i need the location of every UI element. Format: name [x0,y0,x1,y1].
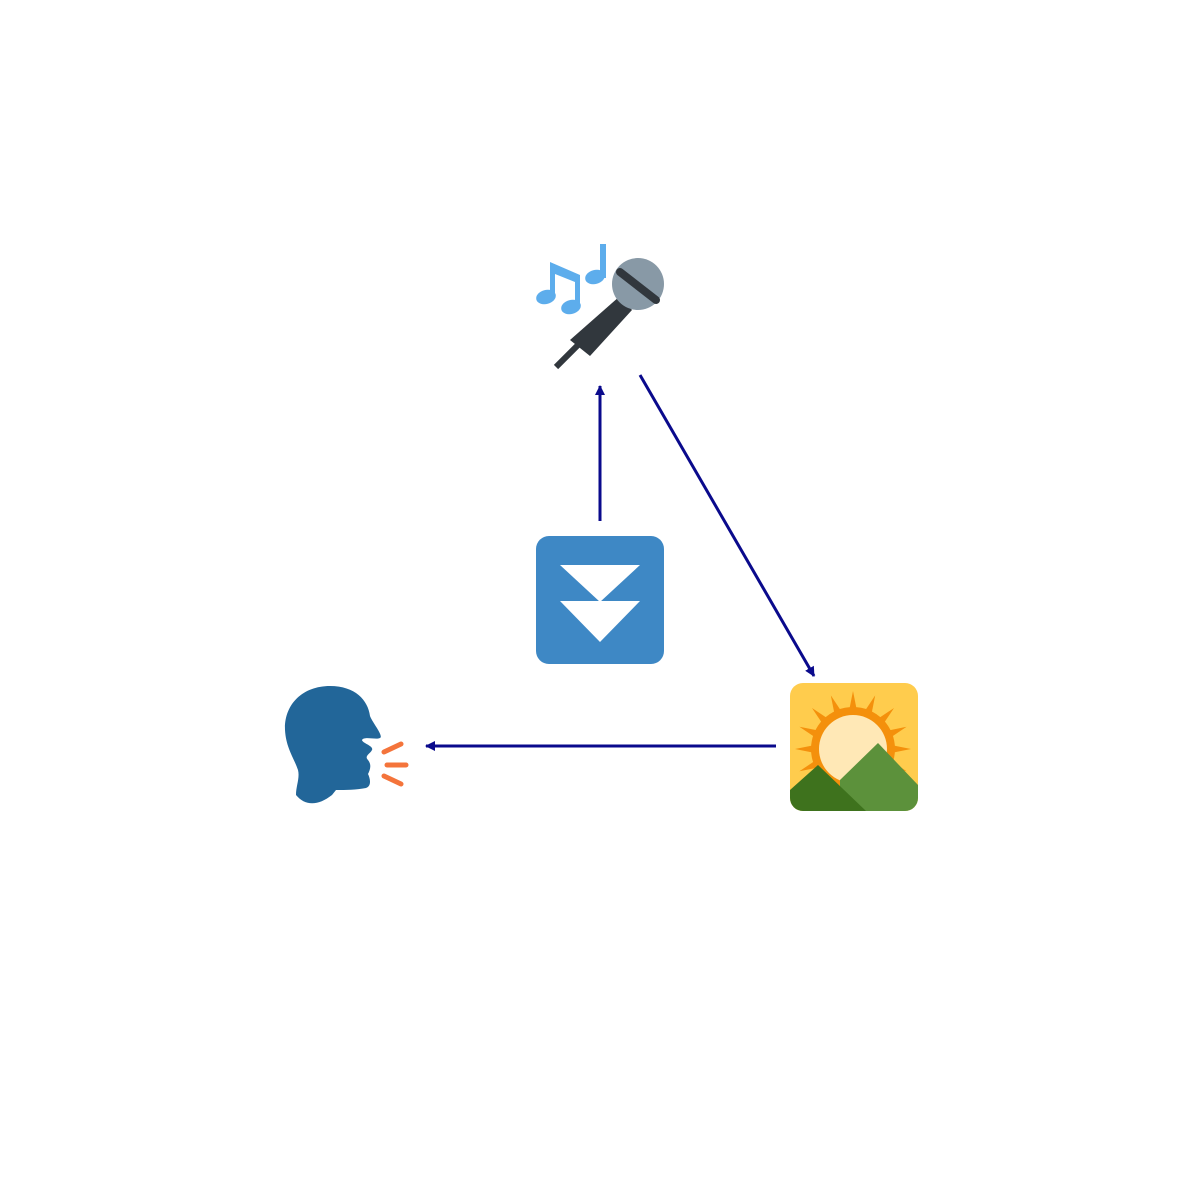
sun-ray [799,760,818,772]
sun-ray [892,745,911,753]
sun-ray [888,726,907,738]
sunrise-over-mountains-icon [790,683,918,811]
sun-ray [795,745,814,753]
sun-ray [799,726,818,738]
speaking-head-icon [284,686,409,804]
arrow-karaoke-to-sunrise [638,374,816,677]
sun-ray [849,691,857,710]
sun-ray [830,695,842,714]
fast-down-button-icon [536,536,664,664]
microphone-with-music-notes-icon [536,244,664,370]
sun-ray [864,695,876,714]
